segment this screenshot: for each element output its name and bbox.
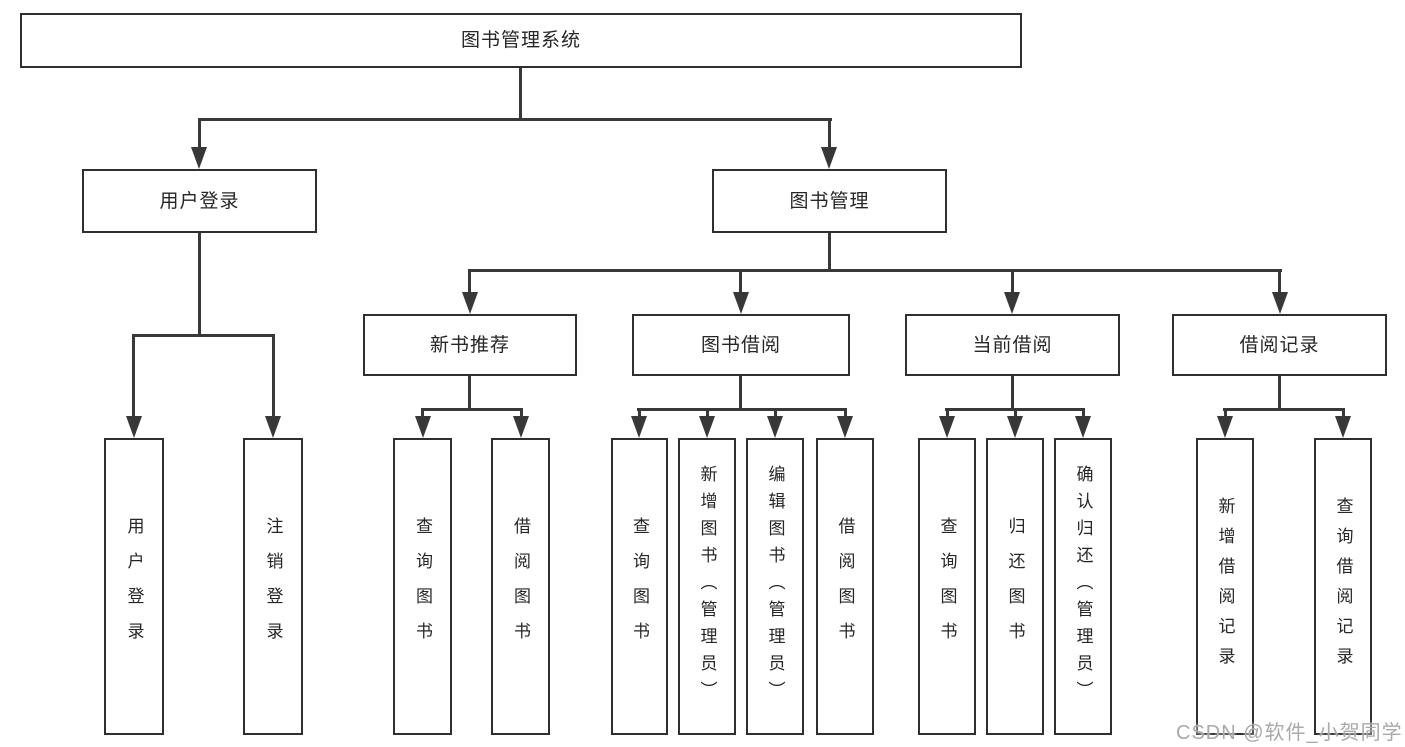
leaf-return-book: 归还图书 [986, 438, 1044, 735]
connector-line [1011, 376, 1014, 411]
connector-line [198, 233, 201, 337]
leaf-query-book-borrow: 查询图书 [611, 438, 668, 735]
connector-line [638, 408, 641, 418]
node-borrow-records: 借阅记录 [1172, 314, 1387, 376]
connector-line [132, 334, 135, 418]
connector-line [468, 376, 471, 411]
connector-line [739, 376, 742, 411]
connector-line [706, 408, 709, 418]
leaf-query-book-current: 查询图书 [918, 438, 976, 735]
arrow-head [767, 416, 783, 438]
leaf-confirm-return-admin: 确认归还（管理员） [1054, 438, 1112, 735]
connector-line [198, 118, 832, 121]
connector-line [519, 68, 522, 121]
node-book-borrow: 图书借阅 [632, 314, 850, 376]
connector-line [198, 118, 201, 149]
arrow-head [1004, 292, 1020, 314]
connector-line [637, 408, 847, 411]
arrow-head [1217, 416, 1233, 438]
arrow-head [1075, 416, 1091, 438]
csdn-watermark: CSDN @软件_小贺同学 [1176, 722, 1403, 744]
connector-line [1011, 269, 1014, 294]
leaf-add-borrow-record: 新增借阅记录 [1196, 438, 1254, 735]
node-current-borrow: 当前借阅 [905, 314, 1120, 376]
connector-line [1223, 408, 1345, 411]
leaf-user-login: 用户登录 [104, 438, 164, 735]
arrow-head [265, 416, 281, 438]
arrow-head [1335, 416, 1351, 438]
arrow-head [415, 416, 431, 438]
connector-line [946, 408, 949, 418]
arrow-head [733, 292, 749, 314]
leaf-logout: 注销登录 [243, 438, 303, 735]
connector-line [1342, 408, 1345, 418]
arrow-head [837, 416, 853, 438]
connector-line [844, 408, 847, 418]
arrow-head [513, 416, 529, 438]
arrow-head [631, 416, 647, 438]
node-root: 图书管理系统 [20, 13, 1022, 68]
node-book-management: 图书管理 [712, 169, 947, 233]
connector-line [468, 269, 1282, 272]
connector-line [520, 408, 523, 418]
arrow-head [699, 416, 715, 438]
connector-line [421, 408, 424, 418]
arrow-head [1272, 292, 1288, 314]
connector-line [421, 408, 523, 411]
arrow-head [126, 416, 142, 438]
connector-line [739, 269, 742, 294]
arrow-head [939, 416, 955, 438]
leaf-add-book-admin: 新增图书（管理员） [678, 438, 736, 735]
leaf-query-borrow-record: 查询借阅记录 [1314, 438, 1372, 735]
leaf-borrow-book-recommend: 借阅图书 [491, 438, 550, 735]
arrow-head [1007, 416, 1023, 438]
connector-line [272, 334, 275, 418]
arrow-head [462, 292, 478, 314]
connector-line [1278, 269, 1281, 294]
arrow-head [191, 147, 207, 169]
node-user-login: 用户登录 [82, 169, 317, 233]
connector-line [828, 118, 831, 149]
leaf-edit-book-admin: 编辑图书（管理员） [746, 438, 804, 735]
leaf-query-book-recommend: 查询图书 [393, 438, 452, 735]
connector-line [468, 269, 471, 294]
connector-line [1082, 408, 1085, 418]
leaf-borrow-book: 借阅图书 [816, 438, 874, 735]
connector-line [1278, 376, 1281, 411]
arrow-head [821, 147, 837, 169]
connector-line [132, 334, 275, 337]
connector-line [1014, 408, 1017, 418]
connector-line [1224, 408, 1227, 418]
node-new-book-recommend: 新书推荐 [363, 314, 577, 376]
connector-line [828, 233, 831, 272]
connector-line [774, 408, 777, 418]
